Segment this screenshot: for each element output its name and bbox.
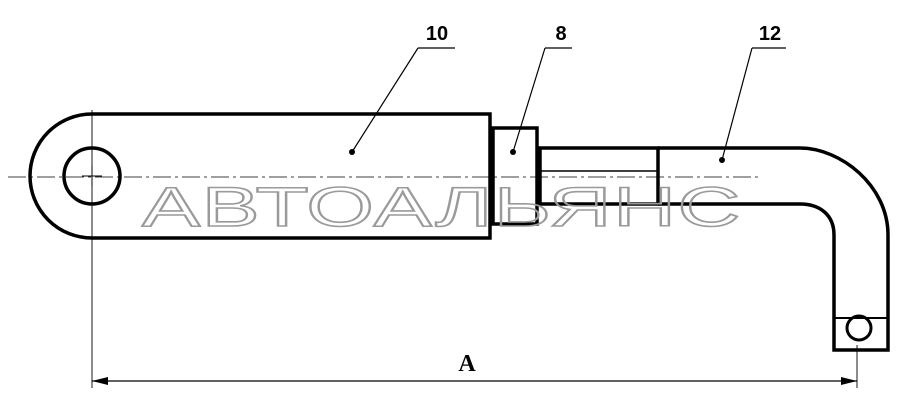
- label-part-12: 12: [759, 23, 781, 45]
- leader-dot-8: [510, 149, 516, 155]
- rod-sleeve: [538, 146, 660, 206]
- leader-dot-12: [719, 157, 725, 163]
- label-part-8: 8: [555, 23, 566, 45]
- part-10-body: [28, 112, 492, 240]
- leader-dot-10: [349, 149, 355, 155]
- leader-line-12: [721, 47, 753, 161]
- dimension-arrow-left: [92, 377, 108, 385]
- part-8-nut: [491, 126, 539, 226]
- leader-line-8: [512, 47, 546, 153]
- label-part-10: 10: [426, 23, 448, 45]
- dimension-label: A: [458, 351, 476, 377]
- part-12-bent-rod: [658, 146, 890, 352]
- dimension-arrow-right: [841, 377, 857, 385]
- watermark: АВТОАЛЬЯНС: [142, 175, 742, 238]
- leader-line-10: [351, 47, 419, 153]
- rod-end-hole: [845, 314, 873, 342]
- eye-hole: [62, 146, 122, 206]
